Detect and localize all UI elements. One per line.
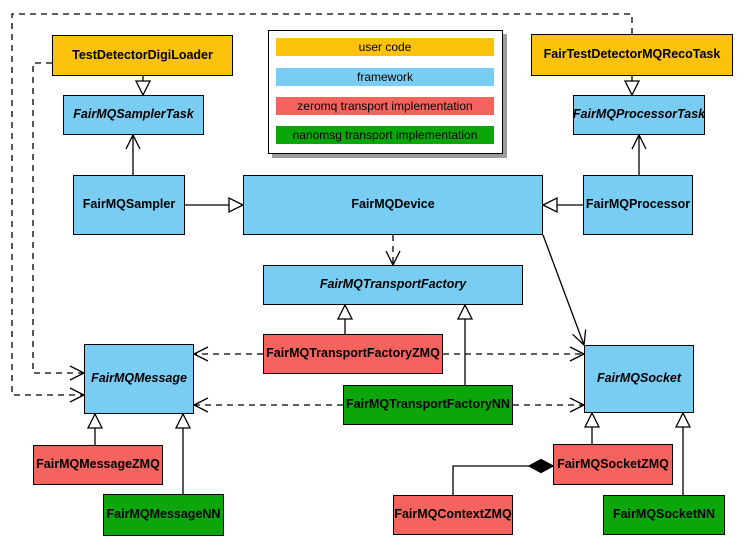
legend-item-nanomsg: nanomsg transport implementation	[276, 126, 494, 144]
node-fairmqprocessor: FairMQProcessor	[583, 175, 693, 235]
node-fairmqcontextzmq: FairMQContextZMQ	[393, 495, 513, 535]
node-fairmqsocket: FairMQSocket	[584, 345, 694, 413]
composition-diamond-icon	[527, 458, 555, 474]
edge-device-socket	[542, 234, 587, 347]
legend-item-zeromq: zeromq transport implementation	[276, 97, 494, 115]
node-fairmqsocketzmq: FairMQSocketZMQ	[553, 444, 673, 485]
node-fairtestdetectormqrecotask: FairTestDetectorMQRecoTask	[531, 34, 733, 76]
edge-digiloader-message	[32, 62, 86, 381]
node-fairmqsampler: FairMQSampler	[73, 175, 185, 235]
node-testdetectordigiloader: TestDetectorDigiLoader	[52, 35, 233, 76]
node-fairmqsocketnn: FairMQSocketNN	[603, 495, 725, 535]
node-fairmqprocessortask: FairMQProcessorTask	[573, 95, 705, 135]
legend-item-user-code: user code	[276, 38, 494, 56]
node-fairmqmessagezmq: FairMQMessageZMQ	[33, 445, 163, 485]
edge-contextzmq-socketzmq	[452, 465, 529, 495]
node-fairmqtransportfactoryzmq: FairMQTransportFactoryZMQ	[263, 334, 443, 374]
node-fairmqtransportfactory: FairMQTransportFactory	[263, 265, 523, 305]
node-fairmqmessage: FairMQMessage	[84, 344, 194, 414]
node-fairmqdevice: FairMQDevice	[243, 175, 543, 235]
edge-recotask-message	[11, 13, 633, 403]
legend-item-framework: framework	[276, 68, 494, 86]
legend-box: user code framework zeromq transport imp…	[268, 30, 503, 154]
node-fairmqsamplertask: FairMQSamplerTask	[63, 95, 204, 135]
node-fairmqmessagenn: FairMQMessageNN	[103, 494, 224, 536]
node-fairmqtransportfactorynn: FairMQTransportFactoryNN	[343, 385, 513, 425]
